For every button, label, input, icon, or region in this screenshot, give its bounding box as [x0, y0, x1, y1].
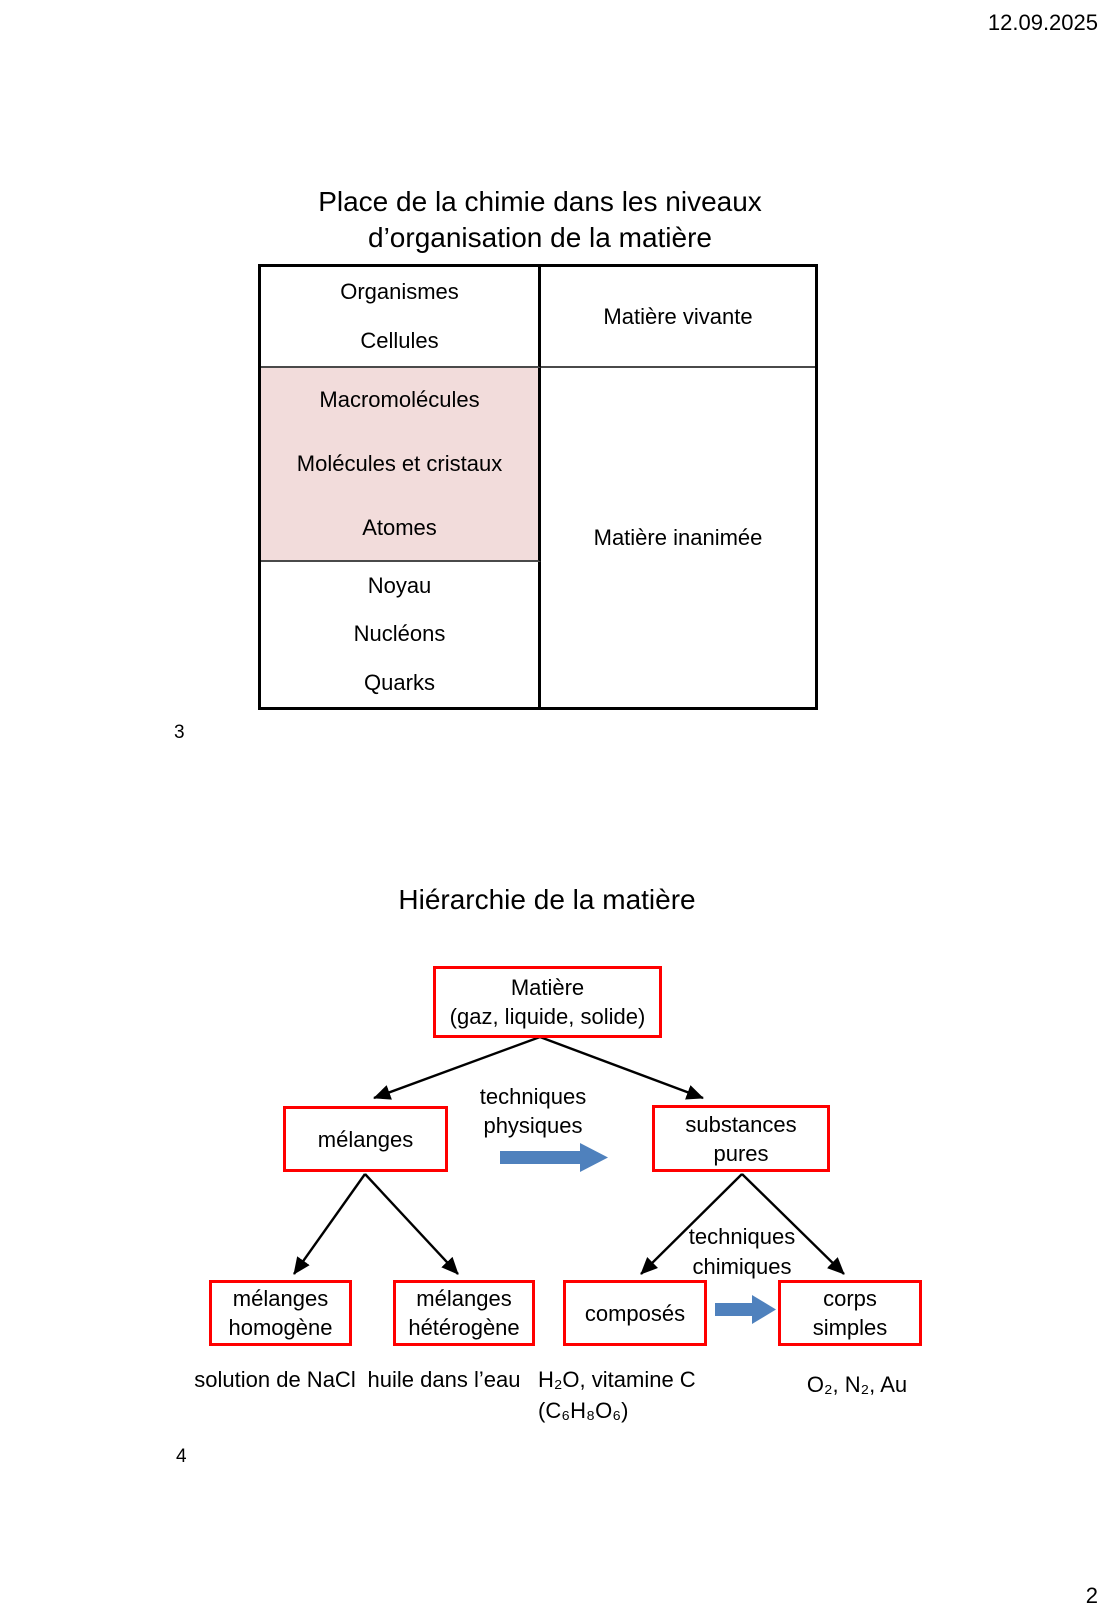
example-o2-n2-au: O₂, N₂, Au: [806, 1372, 908, 1397]
box-corps-simples: corps simples: [778, 1280, 922, 1346]
arrow-melanges-to-homogene: [293, 1173, 366, 1275]
table-cell-subatomic-levels: Noyau Nucléons Quarks: [261, 562, 541, 707]
slide4-number: 4: [176, 1446, 187, 1467]
box-substances-line2: pures: [713, 1140, 769, 1166]
box-matiere-line1: Matière: [510, 975, 585, 1000]
date-label: 12.09.2025: [987, 10, 1098, 35]
box-corps-line1: corps: [823, 1286, 877, 1311]
organization-table: Organismes Cellules Macromolécules Moléc…: [258, 264, 818, 710]
label-matiere-vivante: Matière vivante: [603, 303, 753, 329]
slide3-title-line2: d’organisation de la matière: [368, 222, 712, 253]
label-techniques-physiques: techniques physiques: [468, 1082, 598, 1140]
box-matiere: Matière (gaz, liquide, solide): [433, 966, 662, 1038]
box-homogene-line2: homogène: [228, 1315, 333, 1340]
level-atomes: Atomes: [362, 515, 437, 540]
example-huile-dans-eau: huile dans l’eau: [367, 1367, 521, 1392]
box-heterogene-line2: hétérogène: [408, 1315, 520, 1340]
table-cell-living-levels: Organismes Cellules: [261, 267, 541, 368]
level-organismes: Organismes: [340, 278, 459, 304]
page-number: 2: [1085, 1583, 1098, 1608]
box-heterogene-line1: mélanges: [416, 1286, 512, 1311]
table-cell-matiere-inanimee: Matière inanimée: [541, 368, 815, 707]
label-techniques-chimiques: techniques chimiques: [676, 1222, 808, 1282]
box-composes-label: composés: [584, 1300, 686, 1326]
box-homogene-line1: mélanges: [232, 1286, 329, 1311]
box-composes: composés: [563, 1280, 707, 1346]
box-melanges-label: mélanges: [317, 1126, 414, 1152]
level-macromolecules: Macromolécules: [319, 387, 480, 412]
slide4-title: Hiérarchie de la matière: [398, 884, 696, 915]
level-nucleons: Nucléons: [353, 621, 446, 647]
example-h2o-line1: H₂O, vitamine C: [538, 1367, 696, 1392]
blue-arrow-techniques-chimiques: [715, 1295, 776, 1324]
level-molecules-cristaux: Molécules et cristaux: [296, 451, 503, 476]
level-cellules: Cellules: [360, 328, 439, 354]
slide3-number: 3: [174, 722, 185, 743]
box-melanges: mélanges: [283, 1106, 448, 1172]
table-cell-matiere-vivante: Matière vivante: [541, 267, 815, 368]
level-quarks: Quarks: [364, 669, 435, 695]
box-melanges-homogene: mélanges homogène: [209, 1280, 352, 1346]
label-techniques-chimiques-line2: chimiques: [692, 1254, 792, 1279]
label-techniques-physiques-line2: physiques: [483, 1113, 583, 1138]
example-h2o-line2: (C₆H₈O₆): [538, 1398, 629, 1423]
arrow-melanges-to-heterogene: [364, 1173, 459, 1275]
box-substances-pures: substances pures: [652, 1105, 830, 1172]
box-matiere-line2: (gaz, liquide, solide): [449, 1004, 646, 1029]
slide3-title: Place de la chimie dans les niveaux d’or…: [160, 184, 920, 256]
label-techniques-physiques-line1: techniques: [479, 1084, 587, 1109]
box-substances-line1: substances: [685, 1111, 797, 1137]
table-cell-chemistry-levels: Macromolécules Molécules et cristaux Ato…: [261, 368, 541, 562]
label-matiere-inanimee: Matière inanimée: [593, 524, 763, 550]
label-techniques-chimiques-line1: techniques: [688, 1224, 796, 1249]
level-noyau: Noyau: [367, 573, 432, 599]
example-h2o-vitamine-c: H₂O, vitamine C (C₆H₈O₆): [538, 1364, 728, 1426]
box-melanges-heterogene: mélanges hétérogène: [393, 1280, 535, 1346]
slide3-title-line1: Place de la chimie dans les niveaux: [318, 186, 762, 217]
example-solution-nacl: solution de NaCl: [194, 1367, 356, 1392]
blue-arrow-techniques-physiques: [500, 1143, 608, 1172]
box-corps-line2: simples: [812, 1315, 888, 1340]
